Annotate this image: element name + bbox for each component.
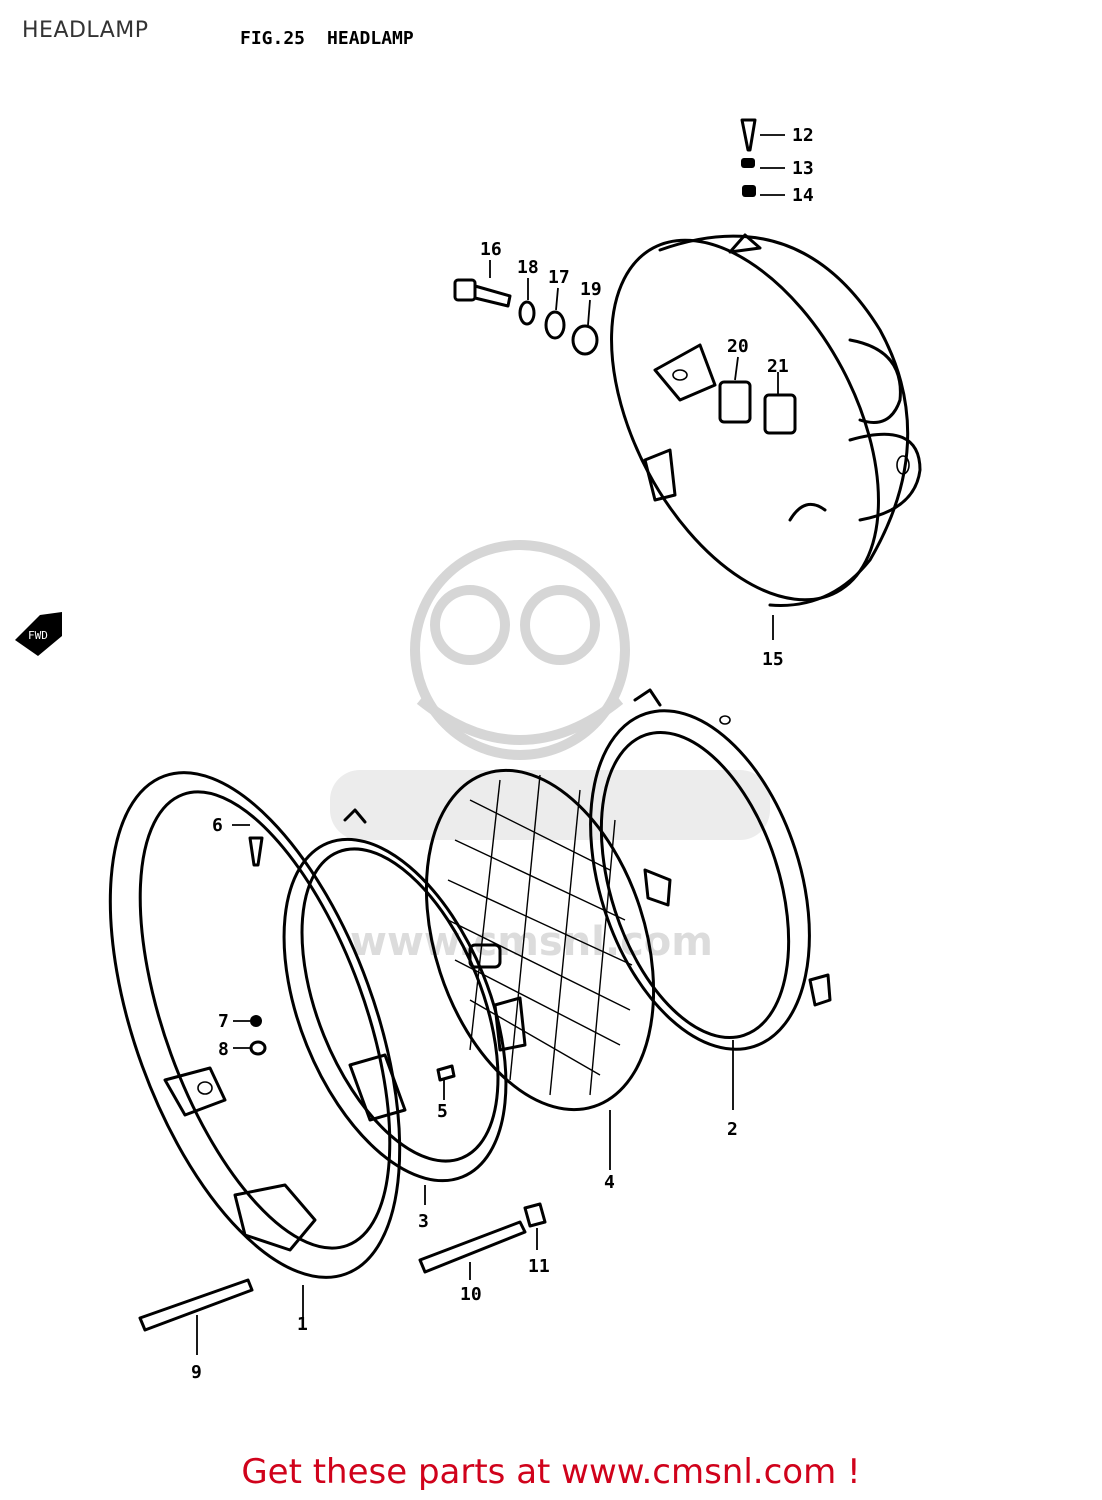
callout-16: 16 [480, 239, 502, 260]
callout-18: 18 [517, 257, 539, 278]
callout-20: 20 [727, 336, 749, 357]
callout-numbers: 12 13 14 16 18 17 19 20 21 15 6 7 8 5 4 … [191, 125, 814, 1383]
callout-21: 21 [767, 356, 789, 377]
callout-4: 4 [604, 1172, 615, 1193]
callout-8: 8 [218, 1039, 229, 1060]
watermark-text: www.cmsnl.com [350, 919, 713, 965]
callout-11: 11 [528, 1256, 550, 1277]
page-title: HEADLAMP [22, 18, 149, 43]
callout-12: 12 [792, 125, 814, 146]
bezel-ring [282, 808, 508, 1183]
callout-17: 17 [548, 267, 570, 288]
callout-10: 10 [460, 1284, 482, 1305]
fwd-arrow-icon: FWD [15, 612, 62, 656]
callout-19: 19 [580, 279, 602, 300]
callout-1: 1 [297, 1314, 308, 1335]
sealed-beam-unit [424, 768, 672, 1112]
mounting-ring [589, 688, 832, 1051]
fwd-label: FWD [28, 629, 48, 642]
callout-14: 14 [792, 185, 814, 206]
callout-15: 15 [762, 649, 784, 670]
small-hardware [138, 836, 547, 1332]
figure-caption: FIG.25 HEADLAMP [240, 28, 436, 49]
callout-6: 6 [212, 815, 223, 836]
callout-5: 5 [437, 1101, 448, 1122]
callout-9: 9 [191, 1362, 202, 1383]
callout-13: 13 [792, 158, 814, 179]
headlamp-rim [108, 771, 402, 1279]
headlamp-housing [610, 233, 922, 607]
footer-shop-link[interactable]: Get these parts at www.cmsnl.com ! [241, 1452, 861, 1492]
figure-title: HEADLAMP [327, 28, 414, 49]
mounting-bolt-set [453, 278, 599, 356]
callout-3: 3 [418, 1211, 429, 1232]
callout-2: 2 [727, 1119, 738, 1140]
watermark-logo: www.cmsnl.com [330, 540, 770, 965]
screw-washer-stack [740, 118, 757, 197]
callout-7: 7 [218, 1011, 229, 1032]
callout-leaders [196, 134, 785, 1355]
figure-number: FIG.25 [240, 28, 306, 49]
